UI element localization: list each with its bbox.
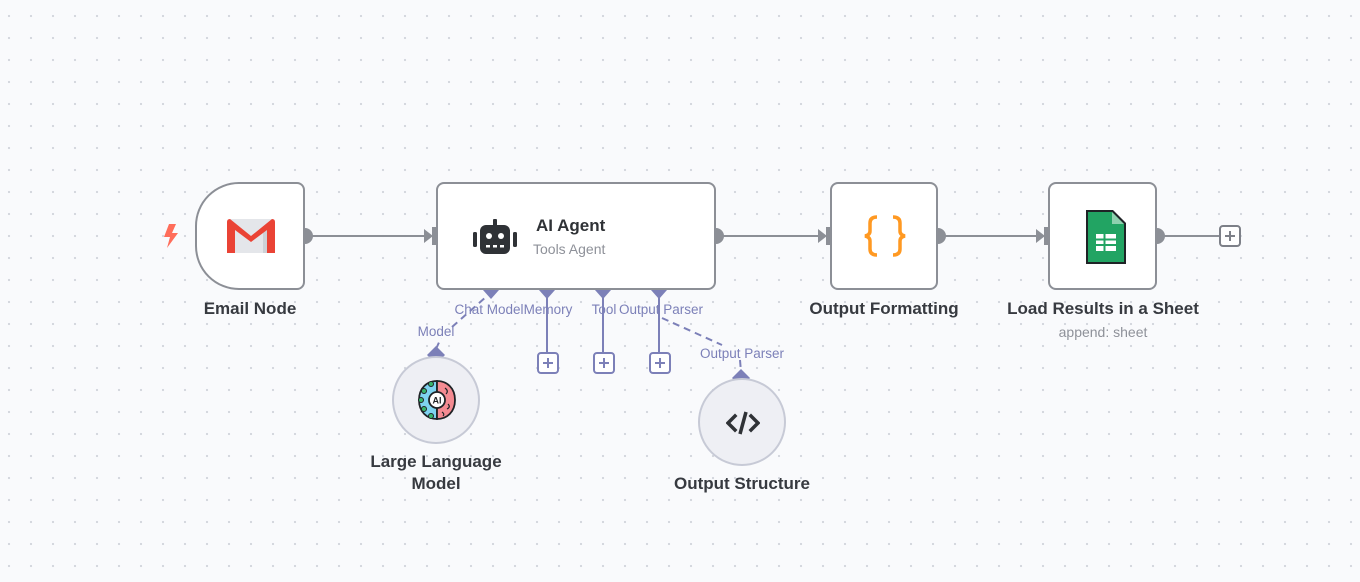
output-formatting-node[interactable]	[830, 182, 938, 290]
ai-agent-title: AI Agent	[536, 216, 606, 235]
add-tool-button[interactable]	[593, 352, 615, 374]
large-language-model-node[interactable]: AI	[392, 356, 480, 444]
sheet-node-label: Load Results in a Sheet	[1007, 299, 1199, 318]
code-icon	[726, 411, 760, 435]
arrow-head	[1036, 229, 1045, 243]
load-results-sheet-node[interactable]	[1048, 182, 1157, 290]
input-port-formatting[interactable]	[826, 227, 832, 245]
llm-label-line2: Model	[411, 474, 461, 493]
add-memory-button[interactable]	[537, 352, 559, 374]
output-formatting-label: Output Formatting	[809, 299, 959, 318]
add-next-node-button[interactable]	[1219, 225, 1241, 247]
plus-icon	[543, 358, 553, 368]
llm-label-line1: Large Language	[370, 452, 502, 471]
robot-icon	[473, 219, 517, 254]
port-label-output-parser: Output Parser	[618, 302, 704, 317]
sheet-node-subtitle: append: sheet	[1058, 324, 1148, 340]
port-label-memory: Memory	[523, 302, 573, 317]
output-structure-node[interactable]	[698, 378, 786, 466]
gmail-icon	[227, 219, 275, 253]
plus-icon	[655, 358, 665, 368]
output-structure-label: Output Structure	[674, 474, 810, 493]
ai-agent-subtitle: Tools Agent	[533, 241, 606, 257]
add-output-parser-button[interactable]	[649, 352, 671, 374]
input-port-sheet[interactable]	[1044, 227, 1050, 245]
connection-parser-to-output-parser[interactable]	[661, 317, 742, 373]
email-node[interactable]	[195, 182, 305, 290]
arrow-head	[818, 229, 827, 243]
arrow-head	[424, 229, 433, 243]
google-sheets-icon	[1086, 210, 1126, 264]
email-node-label: Email Node	[203, 299, 297, 318]
ai-agent-node[interactable]: AI Agent Tools Agent	[436, 182, 716, 290]
plus-icon	[599, 358, 609, 368]
plus-icon	[1225, 231, 1235, 241]
llm-port-label: Model	[417, 324, 455, 339]
curly-braces-icon	[864, 215, 906, 257]
input-port-agent[interactable]	[432, 227, 438, 245]
port-label-tool: Tool	[591, 302, 617, 317]
parser-port-label: Output Parser	[699, 346, 785, 361]
ai-brain-icon: AI	[418, 380, 456, 420]
lightning-bolt-icon	[164, 224, 178, 248]
svg-text:AI: AI	[433, 396, 442, 406]
port-label-chat-model: Chat Model	[454, 302, 524, 317]
